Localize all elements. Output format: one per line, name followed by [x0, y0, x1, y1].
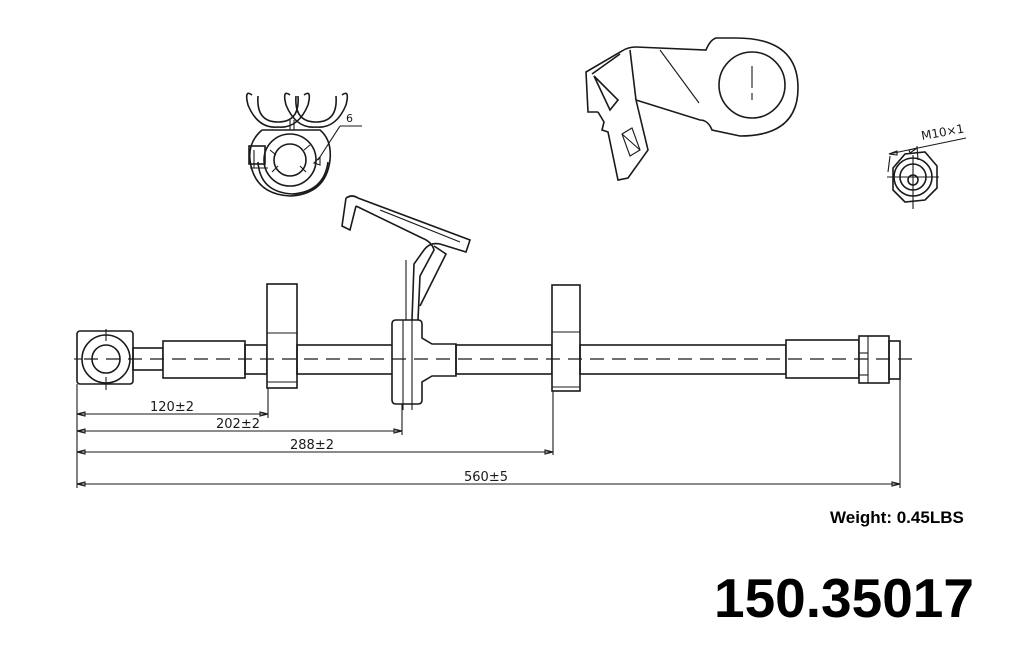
mounting-bracket-2 — [551, 284, 581, 392]
dimension-label-288: 288±2 — [290, 438, 334, 453]
mounting-bracket-1 — [266, 283, 298, 389]
thread-end-view: M10×1 — [887, 122, 967, 209]
dimension-lines: 120±2 202±2 288±2 560±5 — [76, 379, 901, 488]
part-number: 150.35017 — [714, 567, 974, 629]
dimension-label-202: 202±2 — [216, 417, 260, 432]
eye-bracket-detail — [585, 37, 799, 181]
clip-callout-label: 6 — [346, 112, 353, 125]
dimension-label-120: 120±2 — [150, 400, 194, 415]
threaded-end-sleeve — [785, 339, 860, 379]
dimension-label-560: 560±5 — [464, 470, 508, 485]
weight-label: Weight: 0.45LBS — [830, 508, 964, 527]
bracket-clip-with-tab — [341, 195, 472, 321]
hose-clip-detail: 6 — [245, 92, 362, 197]
main-hose-assembly — [74, 283, 912, 410]
banjo-end-fitting — [76, 330, 134, 385]
